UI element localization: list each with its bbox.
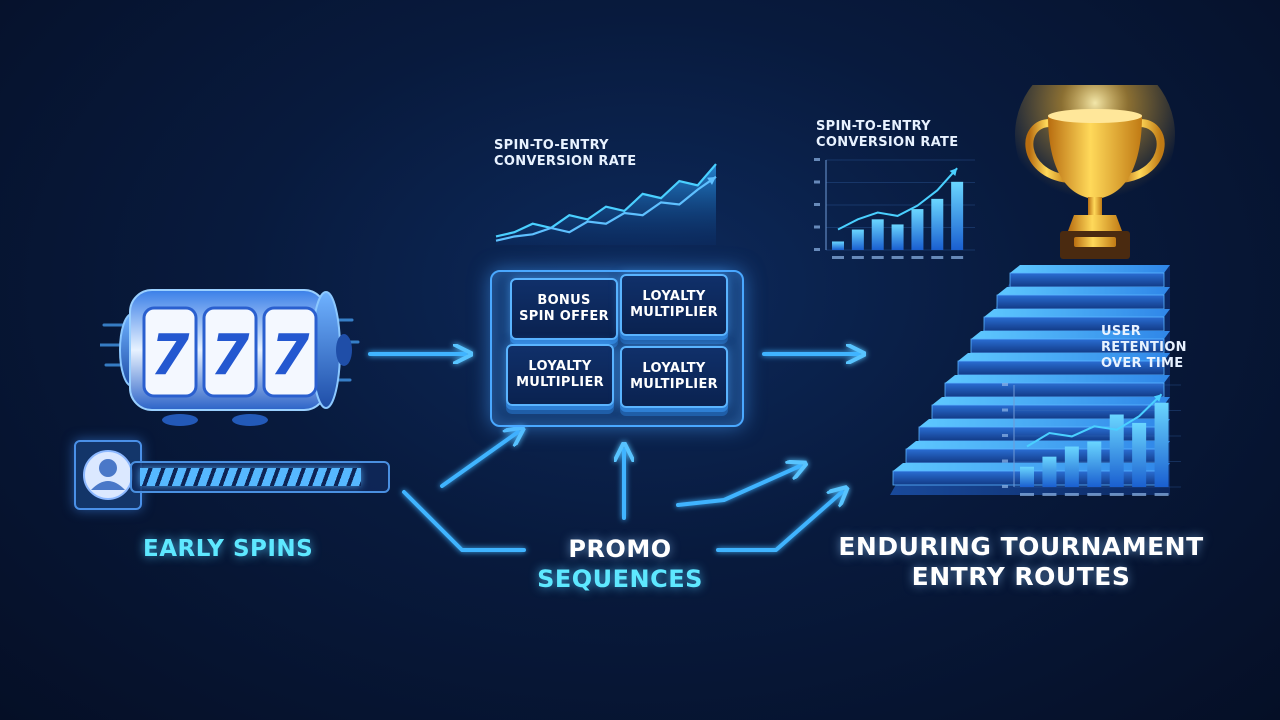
series-line bbox=[495, 163, 717, 238]
reel-symbol-3: 7 bbox=[271, 323, 310, 388]
x-tick-mark bbox=[871, 256, 884, 259]
staircase-illustration bbox=[890, 265, 1170, 495]
stair-step-top bbox=[919, 419, 1170, 427]
bar bbox=[1064, 446, 1079, 487]
retention-bar-chart bbox=[1002, 383, 1181, 496]
slot-machine-illustration: 7 7 7 bbox=[100, 289, 360, 426]
chart-2-title: SPIN-TO-ENTRY CONVERSION RATE bbox=[816, 119, 959, 150]
x-tick-mark bbox=[1064, 493, 1079, 496]
arrow-bottom-left-path bbox=[402, 490, 526, 552]
bar bbox=[1154, 402, 1169, 487]
x-tick-mark bbox=[911, 256, 924, 259]
bar bbox=[1042, 456, 1057, 487]
early-spins-progress-bar bbox=[130, 461, 390, 493]
x-tick-mark bbox=[1020, 493, 1034, 496]
x-tick-mark bbox=[1109, 493, 1124, 496]
x-tick-mark bbox=[1132, 493, 1147, 496]
stair-step-top bbox=[958, 353, 1170, 361]
bar bbox=[1020, 466, 1034, 487]
progress-fill bbox=[140, 468, 361, 486]
bar bbox=[871, 219, 884, 250]
y-tick-mark bbox=[1002, 383, 1008, 386]
stair-step-top bbox=[945, 375, 1170, 383]
area-fill bbox=[496, 164, 716, 245]
y-tick-mark bbox=[1002, 408, 1008, 412]
bar bbox=[851, 229, 864, 250]
trophy-icon bbox=[1015, 85, 1175, 259]
trend-arrowhead bbox=[1153, 394, 1162, 402]
arrow-bottom-left-diag bbox=[440, 432, 518, 488]
stage-label-early-spins: EARLY SPINS bbox=[143, 536, 314, 562]
stair-step-face bbox=[1009, 272, 1165, 288]
x-tick-mark bbox=[891, 256, 904, 259]
x-tick-mark bbox=[1042, 493, 1057, 496]
y-tick-mark bbox=[1002, 434, 1008, 437]
x-tick-mark bbox=[851, 256, 864, 259]
bar bbox=[911, 209, 924, 250]
routes-label-line2: ENTRY ROUTES bbox=[911, 562, 1131, 591]
x-tick-mark bbox=[1154, 493, 1169, 496]
y-tick-mark bbox=[814, 180, 820, 184]
x-tick-mark bbox=[951, 256, 964, 259]
y-tick-mark bbox=[814, 248, 820, 251]
user-icon bbox=[83, 450, 133, 500]
promo-label-line1: PROMO bbox=[568, 535, 672, 563]
arrow-to-stairs-lower bbox=[716, 492, 842, 552]
bar bbox=[832, 241, 844, 250]
stair-step-top bbox=[984, 309, 1170, 317]
stair-step-top bbox=[906, 441, 1170, 449]
y-tick-mark bbox=[814, 158, 820, 161]
bar bbox=[931, 198, 944, 250]
chart-3-title: USER RETENTION OVER TIME bbox=[1101, 324, 1187, 371]
bar bbox=[891, 224, 904, 250]
routes-label-line1: ENDURING TOURNAMENT bbox=[838, 532, 1204, 561]
bar bbox=[951, 181, 964, 250]
stair-step-top bbox=[932, 397, 1170, 405]
trend-arrowhead bbox=[707, 176, 716, 185]
stair-step-face bbox=[996, 294, 1165, 310]
trend-line bbox=[837, 167, 958, 231]
stair-step-top bbox=[1010, 265, 1170, 273]
x-tick-mark bbox=[931, 256, 944, 259]
trend-arrowhead bbox=[949, 168, 958, 176]
stage-label-promo-sequences: PROMO SEQUENCES bbox=[520, 534, 720, 594]
y-tick-mark bbox=[814, 203, 820, 206]
conversion-area-chart bbox=[495, 163, 717, 245]
y-tick-mark bbox=[1002, 485, 1008, 488]
arrow-to-stairs-upper bbox=[676, 466, 800, 507]
bar bbox=[1087, 441, 1102, 487]
x-tick-mark bbox=[1087, 493, 1102, 496]
trend-line bbox=[1026, 393, 1163, 448]
stage-label-entry-routes: ENDURING TOURNAMENT ENTRY ROUTES bbox=[836, 532, 1206, 592]
y-tick-mark bbox=[814, 225, 820, 229]
bar bbox=[1109, 414, 1124, 487]
chart-1-title: SPIN-TO-ENTRY CONVERSION RATE bbox=[494, 138, 637, 169]
promo-label-line2: SEQUENCES bbox=[537, 565, 703, 593]
x-tick-mark bbox=[832, 256, 844, 259]
bar bbox=[1132, 422, 1147, 487]
series-line bbox=[495, 175, 717, 242]
conversion-bar-chart bbox=[814, 158, 975, 259]
reel-symbol-1: 7 bbox=[151, 323, 190, 388]
stair-step-top bbox=[971, 331, 1170, 339]
reel-symbol-2: 7 bbox=[211, 323, 250, 388]
y-tick-mark bbox=[1002, 459, 1008, 463]
stair-step-top bbox=[997, 287, 1170, 295]
